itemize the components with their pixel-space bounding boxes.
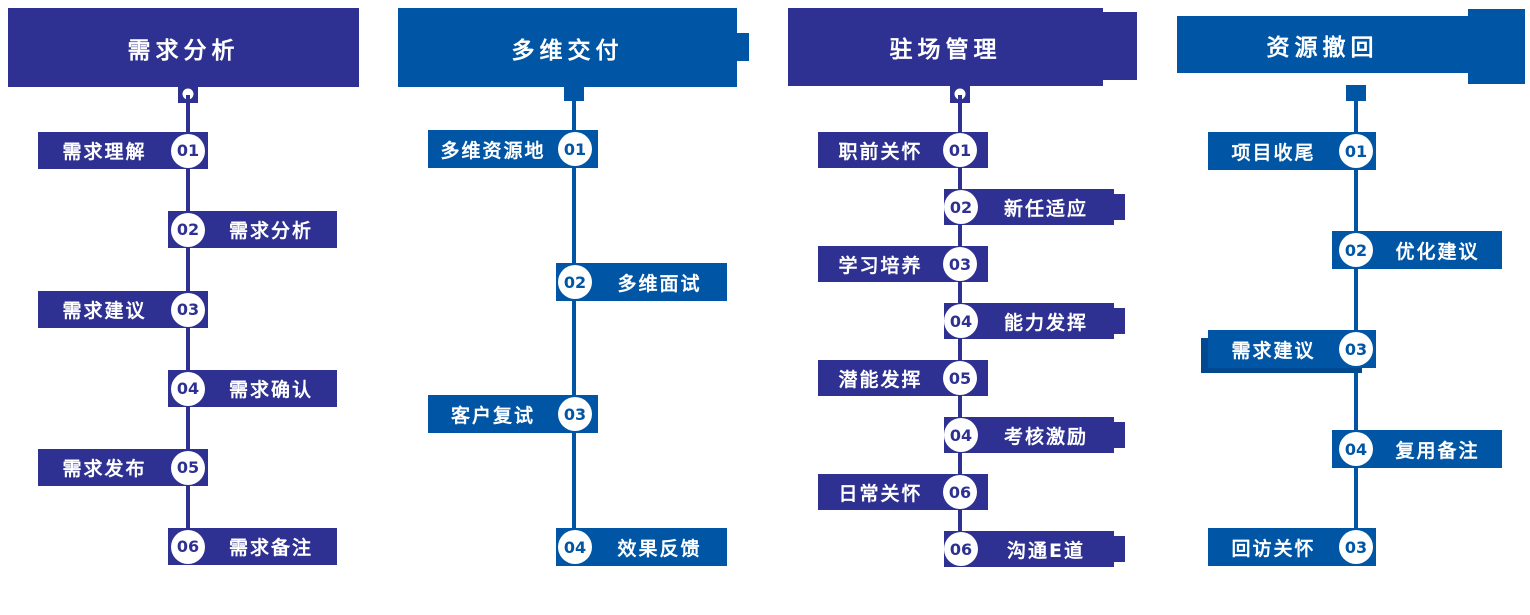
header-side-tab xyxy=(737,33,749,61)
step-box: 04 效果反馈 xyxy=(556,528,727,566)
step-label: 学习培养 xyxy=(838,254,923,277)
step-label: 需求备注 xyxy=(228,537,313,559)
step-number-badge: 01 xyxy=(171,133,205,168)
step-box: 需求建议 03 xyxy=(1201,330,1376,373)
step-number-badge: 05 xyxy=(171,450,205,485)
step-number-badge: 03 xyxy=(1339,332,1373,366)
step-number-badge: 04 xyxy=(558,530,592,564)
header-title: 资源撤回 xyxy=(1266,34,1379,61)
step-number-badge: 04 xyxy=(171,371,205,406)
header-multi-delivery: 多维交付 xyxy=(398,8,737,87)
step-number-badge: 06 xyxy=(944,532,978,566)
step-box: 需求建议 03 xyxy=(38,291,208,328)
step-number-badge: 03 xyxy=(943,247,977,281)
step-label: 需求理解 xyxy=(62,141,147,163)
timeline-line xyxy=(186,95,190,565)
step-box: 项目收尾 01 xyxy=(1208,132,1376,170)
step-box: 04 复用备注 xyxy=(1332,430,1502,468)
step-box: 06 沟通E道 xyxy=(944,531,1125,567)
step-box: 学习培养 03 xyxy=(818,246,988,282)
connector-square xyxy=(178,85,198,103)
step-box: 需求理解 01 xyxy=(38,132,208,169)
step-box: 04 能力发挥 xyxy=(944,303,1125,339)
step-label: 新任适应 xyxy=(1003,197,1088,220)
header-title: 多维交付 xyxy=(511,37,624,64)
step-number-badge: 02 xyxy=(1339,233,1373,267)
timeline-line xyxy=(572,95,576,566)
step-box: 06 需求备注 xyxy=(168,528,337,565)
step-number-badge: 02 xyxy=(944,190,978,224)
step-number-badge: 03 xyxy=(1339,530,1373,564)
step-number-badge: 01 xyxy=(943,133,977,167)
step-number-badge: 01 xyxy=(1339,134,1373,168)
step-label: 多维资源地 xyxy=(440,139,546,162)
step-box: 02 优化建议 xyxy=(1332,231,1502,269)
step-box: 回访关怀 03 xyxy=(1208,528,1376,566)
step-label: 需求发布 xyxy=(62,458,147,480)
step-label: 职前关怀 xyxy=(838,140,923,163)
step-number-badge: 04 xyxy=(944,418,978,452)
step-number-badge: 04 xyxy=(944,304,978,338)
step-label: 效果反馈 xyxy=(617,537,702,560)
step-label: 日常关怀 xyxy=(838,482,923,505)
connector-square xyxy=(564,85,584,101)
step-number-badge: 02 xyxy=(171,212,205,247)
step-label: 多维面试 xyxy=(617,272,702,295)
connector-dot-icon xyxy=(954,88,966,100)
step-label: 考核激励 xyxy=(1003,425,1088,448)
header-demand-analysis: 需求分析 xyxy=(8,8,359,87)
step-box: 多维资源地 01 xyxy=(428,130,598,168)
step-box: 02 多维面试 xyxy=(556,263,727,301)
header-onsite-management: 驻场管理 xyxy=(788,8,1103,86)
step-number-badge: 03 xyxy=(171,292,205,327)
step-label: 沟通E道 xyxy=(1007,539,1085,562)
step-number-badge: 06 xyxy=(943,475,977,509)
step-label: 潜能发挥 xyxy=(838,368,923,391)
step-box: 潜能发挥 05 xyxy=(818,360,988,396)
step-label: 需求分析 xyxy=(228,220,313,242)
header-resource-withdrawal: 资源撤回 xyxy=(1177,16,1468,73)
step-box: 02 需求分析 xyxy=(168,211,337,248)
header-title: 驻场管理 xyxy=(889,37,1002,63)
step-box: 需求发布 05 xyxy=(38,449,208,486)
connector-dot-icon xyxy=(182,88,194,100)
step-number-badge: 05 xyxy=(943,361,977,395)
step-box: 02 新任适应 xyxy=(944,189,1125,225)
step-number-badge: 01 xyxy=(558,132,592,166)
step-box: 04 需求确认 xyxy=(168,370,337,407)
step-box: 职前关怀 01 xyxy=(818,132,988,168)
step-label: 客户复试 xyxy=(450,404,535,427)
step-label: 能力发挥 xyxy=(1003,311,1088,334)
connector-square xyxy=(950,85,970,103)
header-side-block xyxy=(1103,12,1137,80)
header-side-block xyxy=(1468,9,1525,84)
step-label: 需求建议 xyxy=(62,300,147,322)
step-label: 需求确认 xyxy=(228,379,313,401)
step-label: 复用备注 xyxy=(1395,439,1480,462)
step-box: 客户复试 03 xyxy=(428,395,598,433)
step-number-badge: 02 xyxy=(558,265,592,299)
step-box: 日常关怀 06 xyxy=(818,474,988,510)
step-box: 04 考核激励 xyxy=(944,417,1125,453)
step-number-badge: 04 xyxy=(1339,432,1373,466)
step-number-badge: 03 xyxy=(558,397,592,431)
connector-square xyxy=(1346,85,1366,101)
step-label: 优化建议 xyxy=(1395,240,1480,263)
header-title: 需求分析 xyxy=(127,37,240,64)
step-number-badge: 06 xyxy=(171,529,205,564)
step-label: 项目收尾 xyxy=(1231,141,1316,164)
step-label: 需求建议 xyxy=(1231,339,1316,362)
step-label: 回访关怀 xyxy=(1231,537,1316,560)
